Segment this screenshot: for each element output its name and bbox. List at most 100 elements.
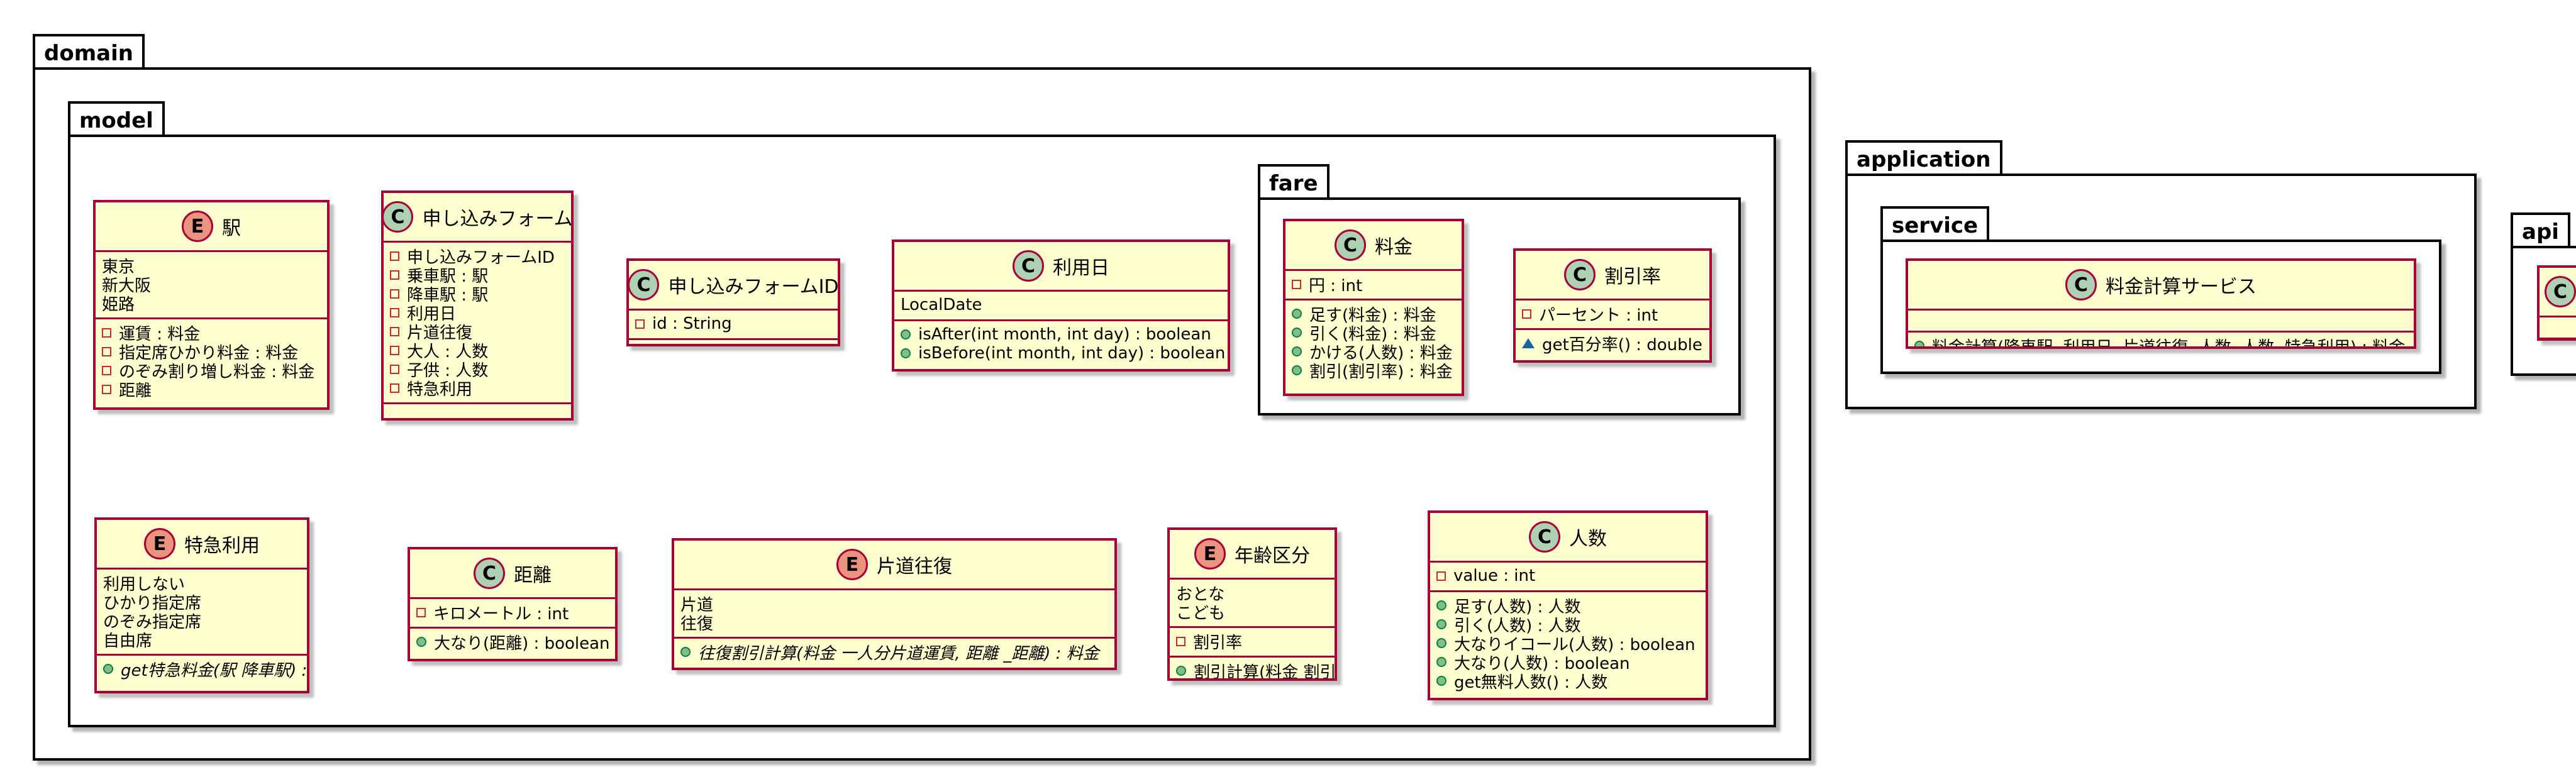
class-waribikiritsu[interactable]: C 割引率 パーセント : int get百分率() : double xyxy=(1513,248,1712,363)
package-model-tab: model xyxy=(68,101,165,137)
class-ninzu[interactable]: C 人数 value : int 足す(人数) : 人数 引く(人数) : 人数… xyxy=(1428,510,1708,700)
private-icon xyxy=(1436,571,1446,581)
public-icon xyxy=(1914,341,1924,346)
public-icon xyxy=(1436,676,1446,686)
public-icon xyxy=(1292,346,1302,356)
field-list: 割引率 xyxy=(1170,626,1335,656)
class-name: 片道往復 xyxy=(877,556,952,578)
class-eki[interactable]: E 駅 東京 新大阪 姫路 運賃 : 料金 指定席ひかり料金 : 料金 のぞみ割… xyxy=(93,200,330,410)
enum-badge-icon: E xyxy=(836,549,868,580)
class-badge-icon: C xyxy=(2545,276,2576,307)
enum-value: 姫路 xyxy=(102,295,135,314)
class-katamichi[interactable]: E 片道往復 片道 往復 往復割引計算(料金 一人分片道運賃, 距離 _距離) … xyxy=(672,538,1117,670)
class-tokkyu-header: E 特急利用 xyxy=(97,520,307,568)
private-icon xyxy=(1522,309,1531,319)
enum-values: おとな こども xyxy=(1170,578,1335,626)
public-icon xyxy=(1292,365,1302,375)
class-api-cropped[interactable]: C xyxy=(2537,265,2576,341)
class-form[interactable]: C 申し込みフォーム 申し込みフォームID 乗車駅 : 駅 降車駅 : 駅 利用… xyxy=(381,190,574,421)
private-icon xyxy=(102,384,111,394)
package-application-tab: application xyxy=(1845,140,2002,176)
field-row: 降車駅 : 駅 xyxy=(390,284,565,305)
class-riyoubi[interactable]: C 利用日 LocalDate isAfter(int month, int d… xyxy=(892,240,1230,372)
class-ryoukin[interactable]: C 料金 円 : int 足す(料金) : 料金 引く(料金) : 料金 かける… xyxy=(1283,219,1464,396)
enum-values: 東京 新大阪 姫路 xyxy=(96,250,327,317)
value-list: LocalDate xyxy=(894,290,1228,319)
method-list: 足す(人数) : 人数 引く(人数) : 人数 大なりイコール(人数) : bo… xyxy=(1430,590,1706,695)
class-name: 割引率 xyxy=(1604,266,1661,288)
enum-value: おとな xyxy=(1176,585,1225,604)
public-icon xyxy=(1436,600,1446,610)
method-list: 大なり(距離) : boolean xyxy=(410,627,615,656)
class-name: 駅 xyxy=(222,218,241,240)
enum-value: 利用しない xyxy=(103,575,186,594)
method-row: 足す(人数) : 人数 xyxy=(1436,596,1699,617)
method-row: 大なり(距離) : boolean xyxy=(416,632,610,653)
field-list: 申し込みフォームID 乗車駅 : 駅 降車駅 : 駅 利用日 片道往復 大人 :… xyxy=(384,241,571,402)
public-icon xyxy=(1436,619,1446,629)
public-icon xyxy=(1292,328,1302,338)
method-row: 割引(割引率) : 料金 xyxy=(1292,361,1455,382)
public-icon xyxy=(680,647,691,657)
field-row: 大人 : 人数 xyxy=(390,341,565,361)
method-list: 料金計算(降車駅, 利用日, 片道往復, 人数, 人数, 特急利用) : 料金 xyxy=(1908,331,2414,346)
enum-value: 片道 xyxy=(680,595,714,615)
class-tokkyu[interactable]: E 特急利用 利用しない ひかり指定席 のぞみ指定席 自由席 get特急料金(駅… xyxy=(94,517,309,693)
class-nenrei-header: E 年齢区分 xyxy=(1170,530,1335,578)
class-badge-icon: C xyxy=(1529,521,1560,553)
private-icon xyxy=(390,289,399,299)
field-row: 円 : int xyxy=(1292,275,1455,295)
enum-value: 自由席 xyxy=(103,631,153,651)
field-row: 距離 xyxy=(102,380,321,400)
method-row: 大なりイコール(人数) : boolean xyxy=(1436,634,1699,654)
field-list: 運賃 : 料金 指定席ひかり料金 : 料金 のぞみ割り増し料金 : 料金 距離 xyxy=(96,317,327,404)
method-list: 割引計算(料金 割引前) xyxy=(1170,656,1335,678)
method-row: 引く(人数) : 人数 xyxy=(1436,615,1699,636)
method-list xyxy=(2540,338,2576,341)
field-list: value : int xyxy=(1430,561,1706,590)
private-icon xyxy=(102,365,111,375)
class-riyoubi-header: C 利用日 xyxy=(894,242,1228,290)
private-icon xyxy=(390,364,399,374)
enum-value: のぞみ指定席 xyxy=(103,612,202,632)
class-waribikiritsu-header: C 割引率 xyxy=(1516,251,1709,299)
public-icon xyxy=(1436,657,1446,667)
method-row: isAfter(int month, int day) : boolean xyxy=(901,325,1221,344)
class-badge-icon: C xyxy=(1335,229,1366,261)
package-visibility-icon xyxy=(1522,338,1535,348)
private-icon xyxy=(390,383,399,393)
class-name: 申し込みフォーム xyxy=(422,208,573,230)
method-row: get無料人数() : 人数 xyxy=(1436,671,1699,692)
class-name: 距離 xyxy=(514,565,552,587)
package-api-tab: api xyxy=(2511,212,2570,248)
class-nenrei[interactable]: E 年齢区分 おとな こども 割引率 割引計算(料金 割引前) xyxy=(1167,527,1337,681)
class-name: 料金計算サービス xyxy=(2106,276,2257,298)
class-form-header: C 申し込みフォーム xyxy=(384,193,571,241)
class-badge-icon: C xyxy=(384,201,414,233)
private-icon xyxy=(390,270,399,280)
field-row: 乗車駅 : 駅 xyxy=(390,265,565,286)
enum-badge-icon: E xyxy=(144,528,175,559)
class-service-header: C 料金計算サービス xyxy=(1908,261,2414,309)
class-name: 人数 xyxy=(1569,528,1607,550)
class-kyori[interactable]: C 距離 キロメートル : int 大なり(距離) : boolean xyxy=(408,547,618,661)
private-icon xyxy=(102,346,111,356)
method-row: 割引計算(料金 割引前) xyxy=(1176,661,1335,678)
enum-values: 片道 往復 xyxy=(674,588,1114,637)
method-row: 引く(料金) : 料金 xyxy=(1292,323,1455,344)
field-list: パーセント : int xyxy=(1516,299,1709,328)
class-form-id[interactable]: C 申し込みフォームID id : String xyxy=(626,258,840,346)
class-ryoukin-header: C 料金 xyxy=(1285,221,1462,269)
class-service[interactable]: C 料金計算サービス 料金計算(降車駅, 利用日, 片道往復, 人数, 人数, … xyxy=(1906,258,2416,349)
field-row: 利用日 xyxy=(390,303,565,324)
private-icon xyxy=(390,345,399,355)
public-icon xyxy=(416,637,426,647)
class-katamichi-header: E 片道往復 xyxy=(674,541,1114,588)
package-fare-tab: fare xyxy=(1258,164,1330,200)
field-row: パーセント : int xyxy=(1522,304,1703,325)
method-list: 往復割引計算(料金 一人分片道運賃, 距離 _距離) : 料金 xyxy=(674,637,1114,666)
class-eki-header: E 駅 xyxy=(96,202,327,250)
private-icon xyxy=(1176,636,1185,646)
private-icon xyxy=(1292,279,1301,289)
class-name: 利用日 xyxy=(1053,257,1109,279)
